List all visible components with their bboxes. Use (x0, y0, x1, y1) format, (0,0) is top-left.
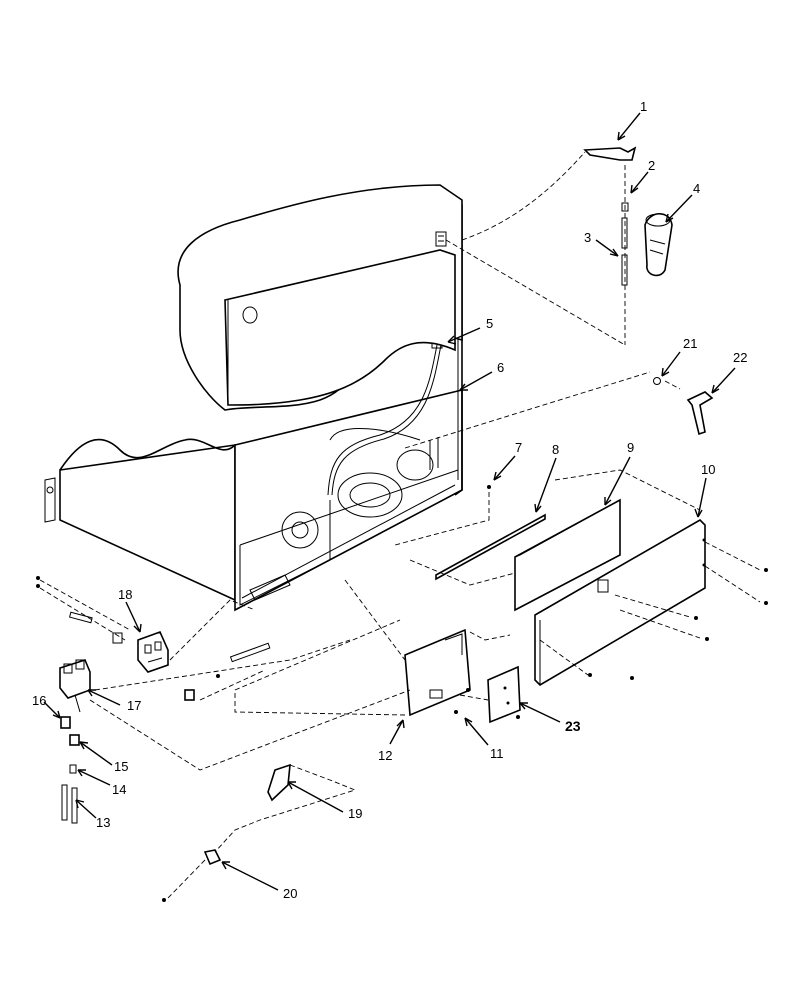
callout-19: 19 (348, 806, 362, 821)
callout-18: 18 (118, 587, 132, 602)
part-20-clip (162, 849, 222, 902)
callout-20: 20 (283, 886, 297, 901)
part-3-tube (621, 217, 628, 286)
part-11-screw (454, 710, 458, 714)
callout-4: 4 (693, 181, 700, 196)
callout-6: 6 (497, 360, 504, 375)
callout-5: 5 (486, 316, 493, 331)
callout-1: 1 (640, 99, 647, 114)
cabinet-top-panel (224, 249, 456, 406)
part-14-ferrule (69, 764, 77, 774)
part-16-nut (60, 716, 71, 729)
part-4-insulation-sleeve (644, 212, 673, 277)
water-inlet-fitting (435, 231, 447, 247)
access-hole (242, 306, 258, 324)
part-17-dual-valve (59, 659, 91, 713)
cover-screws (588, 568, 768, 680)
part-13-tubes (61, 784, 78, 824)
callout-13: 13 (96, 815, 110, 830)
callout-3: 3 (584, 230, 591, 245)
callout-15: 15 (114, 759, 128, 774)
part-10-rear-cover (534, 519, 706, 687)
callout-14: 14 (112, 782, 126, 797)
cabinet-left-side (59, 444, 236, 602)
callout-16: 16 (32, 693, 46, 708)
part-18-water-valve (137, 630, 169, 673)
callout-17: 17 (127, 698, 141, 713)
callout-10: 10 (701, 462, 715, 477)
cutaway-lower-edge (59, 438, 236, 471)
part-1-fill-tube-fitting (583, 146, 637, 161)
part-23-control-board (487, 665, 521, 724)
part-2-clamp (621, 202, 629, 212)
part-9-insulation-panel (514, 498, 621, 612)
part-21-screw (653, 377, 661, 385)
callout-22: 22 (733, 350, 747, 365)
callout-21: 21 (683, 336, 697, 351)
cabinet-assembly (44, 199, 463, 612)
supply-fittings (36, 576, 271, 701)
part-8-seal-strip (435, 513, 546, 581)
part-22-drain-tube (686, 391, 714, 436)
machine-compartment (239, 428, 439, 606)
part-7-screw (487, 485, 491, 489)
callout-12: 12 (378, 748, 392, 763)
callout-arrows (43, 112, 736, 891)
callout-labels: 1 2 3 4 5 6 7 8 9 10 11 12 13 14 15 16 1… (32, 99, 747, 901)
part-12-mounting-bracket (404, 628, 471, 717)
callout-23: 23 (565, 718, 581, 734)
callout-2: 2 (648, 158, 655, 173)
condenser-tube (327, 344, 438, 496)
part-19-thermistor (267, 763, 291, 802)
callout-8: 8 (552, 442, 559, 457)
cabinet-rear-wall (234, 388, 463, 612)
callout-7: 7 (515, 440, 522, 455)
callout-11: 11 (490, 746, 504, 761)
part-15-nut (69, 734, 80, 746)
callout-9: 9 (627, 440, 634, 455)
